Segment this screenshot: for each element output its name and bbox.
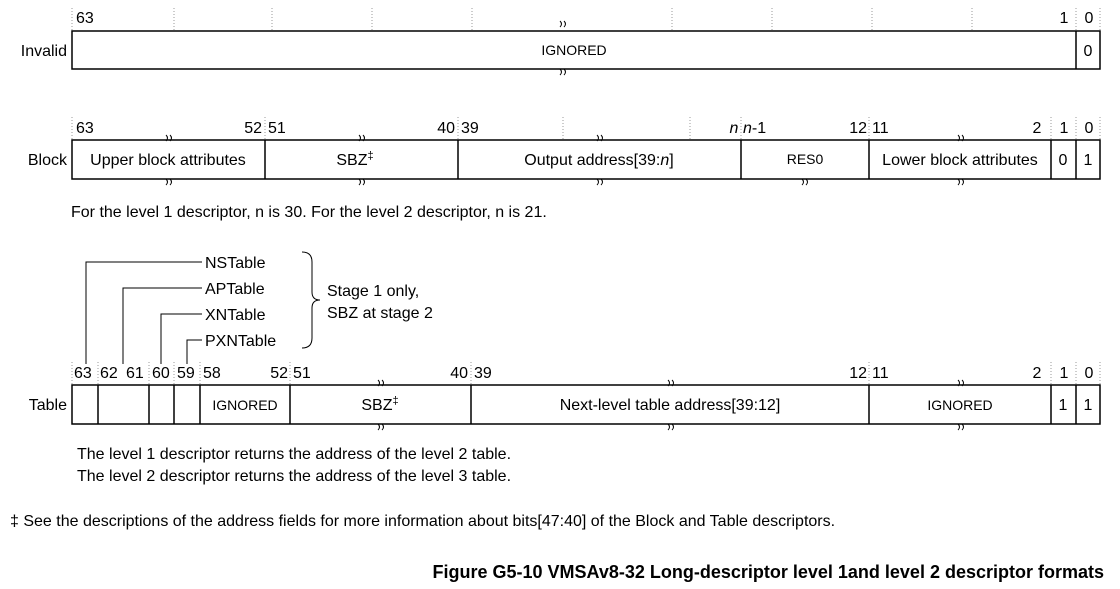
bit-58-label: 58	[203, 365, 221, 382]
bit-51-label: 51	[293, 365, 311, 382]
bit-59-label: 59	[177, 365, 195, 382]
invalid-frame	[71, 30, 1101, 70]
bit-12-label: 12	[849, 120, 867, 137]
bit-1-label: 1	[1060, 120, 1069, 137]
table-row-label: Table	[29, 397, 67, 414]
table-dividers	[97, 385, 1077, 424]
bit-n-label: n	[730, 120, 739, 137]
bit0-field: 0	[1084, 43, 1093, 60]
res0-field: RES0	[787, 151, 824, 167]
bit-62-label: 62	[100, 365, 118, 382]
bit-40-label: 40	[437, 120, 455, 137]
bit-11-label: 11	[872, 365, 889, 382]
table-note-line2: The level 2 descriptor returns the addre…	[77, 468, 511, 485]
footnote: ‡ See the descriptions of the address fi…	[10, 513, 835, 530]
bit-40-label: 40	[450, 365, 468, 382]
ignored-lower-field: IGNORED	[927, 397, 992, 413]
nstable-callout: NSTable	[205, 255, 266, 272]
figure-caption: Figure G5-10 VMSAv8-32 Long-descriptor l…	[432, 562, 1104, 582]
block-descriptor: Block 63 52 51 40 39 n n-1 12 11 2 1 0	[28, 117, 1101, 221]
block-dividers	[264, 140, 1077, 179]
bit-12-label: 12	[849, 365, 867, 382]
bit-63-label: 63	[76, 120, 94, 137]
pxntable-callout: PXNTable	[205, 333, 276, 350]
block-note: For the level 1 descriptor, n is 30. For…	[71, 204, 547, 221]
bit-63-label: 63	[76, 10, 94, 27]
lower-block-attributes-field: Lower block attributes	[882, 152, 1038, 169]
table-tick-guides	[71, 362, 1101, 384]
sbz-field: SBZ‡	[336, 150, 373, 169]
bit-11-label: 11	[872, 120, 889, 137]
invalid-descriptor: Invalid 63 1 0 IGNORED 0	[21, 8, 1101, 76]
invalid-row-label: Invalid	[21, 43, 67, 60]
bit-63-label: 63	[74, 365, 92, 382]
bit-60-label: 60	[152, 365, 170, 382]
block-row-label: Block	[28, 152, 68, 169]
brace-text-line1: Stage 1 only,	[327, 283, 419, 300]
next-level-table-address-field: Next-level table address[39:12]	[560, 397, 781, 414]
table-descriptor: NSTable APTable XNTable PXNTable Stage 1…	[29, 251, 1101, 485]
bit-0-label: 0	[1085, 10, 1094, 27]
upper-block-attributes-field: Upper block attributes	[90, 152, 246, 169]
output-address-field: Output address[39:n]	[524, 152, 673, 169]
bit-39-label: 39	[461, 120, 479, 137]
bit-2-label: 2	[1033, 120, 1042, 137]
block-tick-guides	[71, 117, 1101, 139]
bit-0-label: 0	[1085, 365, 1094, 382]
bit-0-label: 0	[1085, 120, 1094, 137]
ignored-field: IGNORED	[541, 42, 606, 58]
bit0-field: 1	[1084, 152, 1093, 169]
table-frame	[71, 384, 1101, 425]
invalid-tick-guides	[71, 8, 1101, 30]
xntable-callout: XNTable	[205, 307, 266, 324]
break-marks	[165, 134, 964, 186]
bit0-field: 1	[1084, 397, 1093, 414]
bit1-field: 0	[1059, 152, 1068, 169]
bit-1-label: 1	[1060, 365, 1069, 382]
ignored-upper-field: IGNORED	[212, 397, 277, 413]
bit-39-label: 39	[474, 365, 492, 382]
sbz-field: SBZ‡	[361, 395, 398, 414]
stage1-brace	[301, 251, 321, 349]
aptable-callout: APTable	[205, 281, 265, 298]
break-marks	[559, 20, 566, 76]
table-note-line1: The level 1 descriptor returns the addre…	[77, 446, 511, 463]
brace-text-line2: SBZ at stage 2	[327, 305, 433, 322]
bit-51-label: 51	[268, 120, 286, 137]
block-frame	[71, 139, 1101, 180]
bit-2-label: 2	[1033, 365, 1042, 382]
bit-61-label: 61	[126, 365, 144, 382]
bit-52-label: 52	[270, 365, 288, 382]
break-marks	[377, 379, 964, 431]
callout-lines	[85, 261, 202, 364]
bit-52-label: 52	[244, 120, 262, 137]
bit-1-label: 1	[1060, 10, 1069, 27]
bit1-field: 1	[1059, 397, 1068, 414]
bit-n-minus-1-label: n-1	[743, 120, 766, 137]
